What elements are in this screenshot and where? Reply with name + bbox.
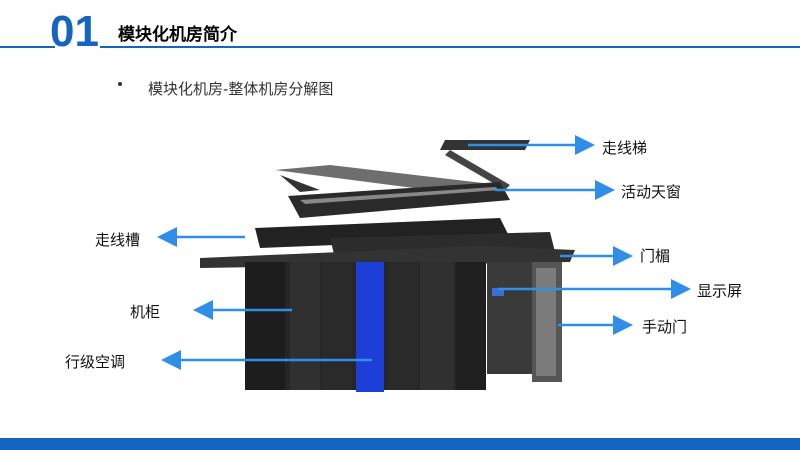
label-display: 显示屏: [697, 282, 743, 300]
bullet-text: 模块化机房-整体机房分解图: [148, 80, 334, 98]
label-door-lintel: 门楣: [640, 247, 671, 265]
label-manual-door: 手动门: [642, 318, 688, 336]
header-rule-right: [100, 46, 800, 48]
bullet-icon: [118, 82, 122, 86]
footer-bar: [0, 438, 800, 450]
cabinet-row-graphic: [245, 262, 486, 392]
section-number: 01: [50, 7, 99, 56]
label-cable-trough: 走线槽: [95, 231, 141, 249]
section-title: 模块化机房简介: [118, 25, 237, 45]
label-skylight: 活动天窗: [621, 183, 682, 201]
arrows: [157, 135, 691, 370]
enclosure-graphic: [487, 262, 562, 382]
skylight-graphic: [288, 182, 510, 218]
cable-ladder-graphic: [275, 140, 530, 192]
label-cabinet: 机柜: [130, 303, 161, 321]
label-cable-ladder: 走线梯: [602, 139, 648, 157]
label-inrow-ac: 行级空调: [65, 353, 126, 371]
header-rule-left: [0, 46, 55, 48]
